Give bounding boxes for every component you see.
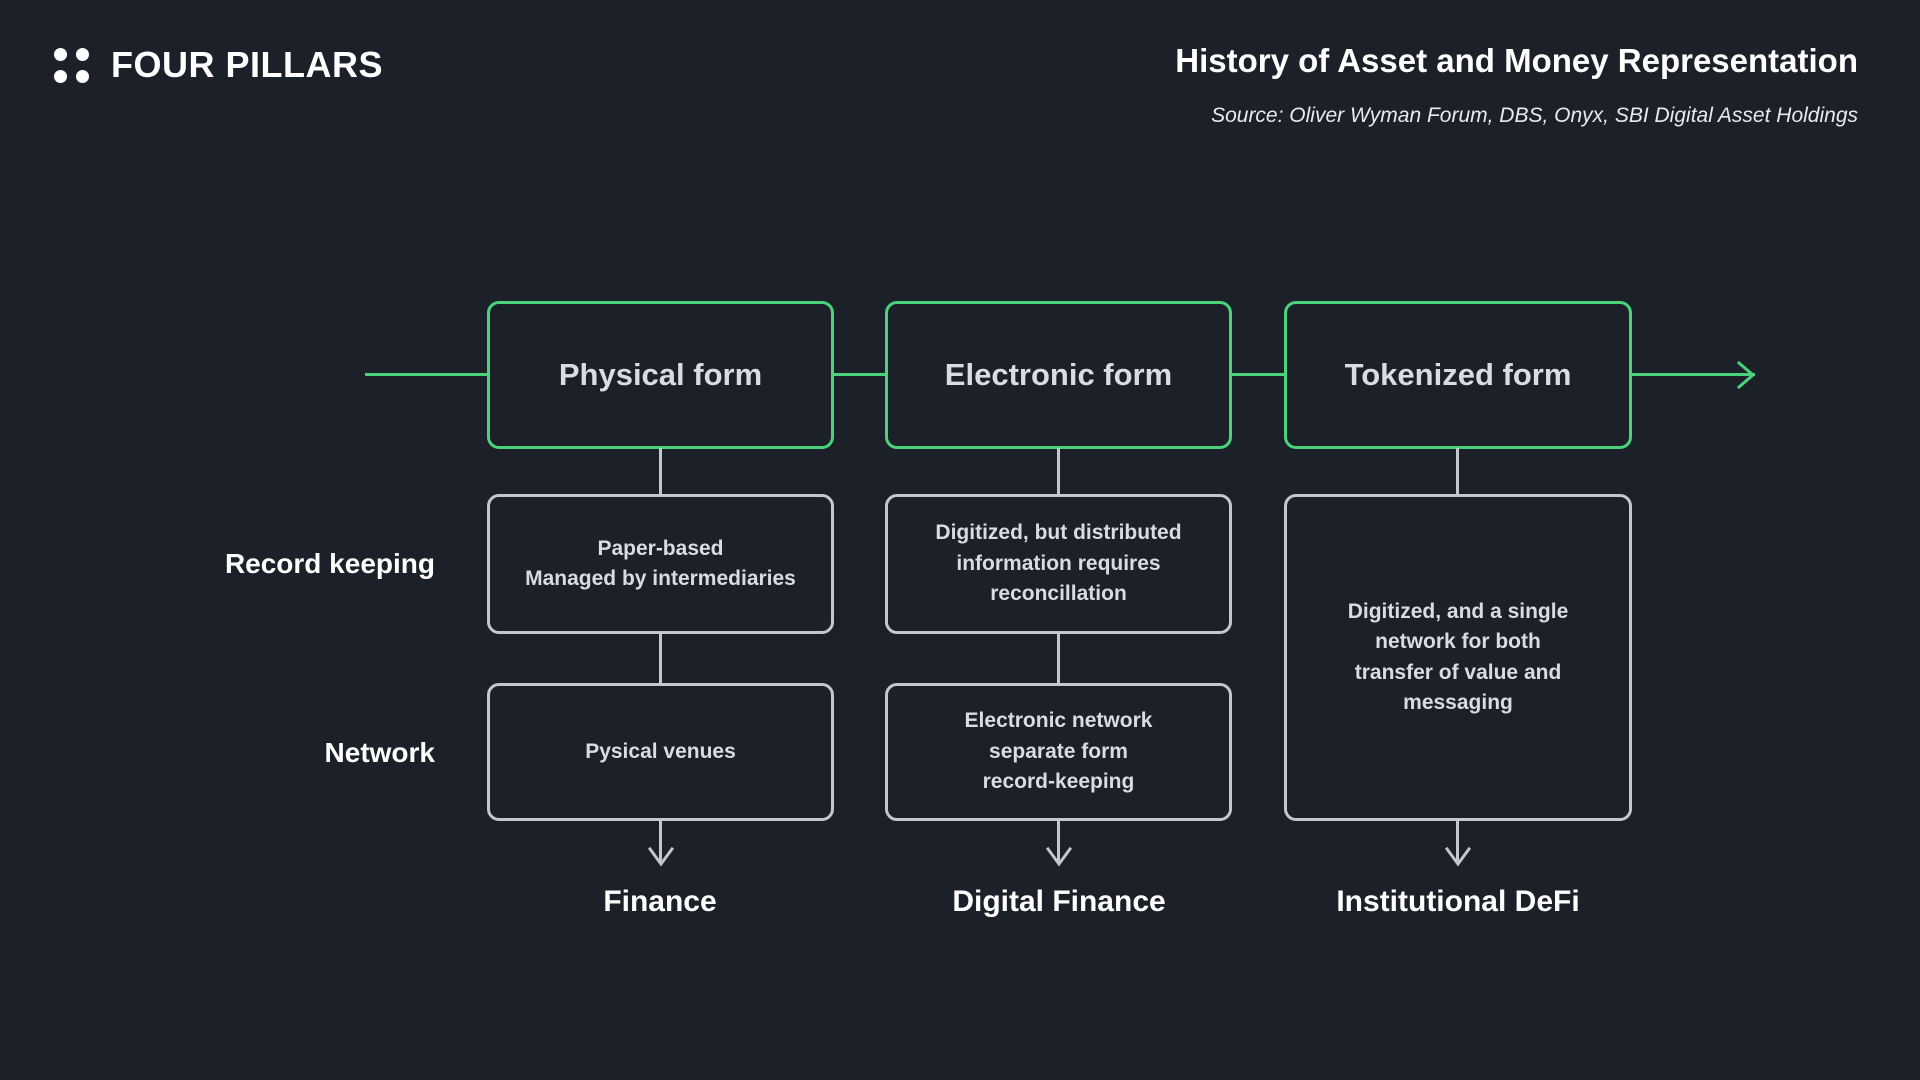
record-keeping-line-3: reconcillation xyxy=(990,582,1127,606)
record-keeping-line-4: messaging xyxy=(1403,690,1513,714)
connector-network-to-outcome-institutional-defi xyxy=(1456,820,1459,862)
stage-box-physical-form[interactable]: Physical form xyxy=(487,301,834,449)
arrow-down-icon-digital-finance xyxy=(1046,846,1072,867)
record-keeping-text: Digitized, and a single network for both… xyxy=(1348,597,1569,719)
connector-recordkeeping-to-network-electronic xyxy=(1057,633,1060,684)
page-title: History of Asset and Money Representatio… xyxy=(1175,42,1858,79)
connector-recordkeeping-to-network-physical xyxy=(659,633,662,684)
stage-box-tokenized-form[interactable]: Tokenized form xyxy=(1284,301,1632,449)
record-keeping-line-1: Digitized, and a single xyxy=(1347,599,1569,623)
record-keeping-line-2: network for both xyxy=(1375,630,1541,654)
network-line-1: Electronic network xyxy=(964,709,1153,733)
connector-electronic-to-recordkeeping xyxy=(1057,448,1060,495)
network-box-electronic[interactable]: Electronic network separate form record-… xyxy=(885,683,1232,821)
record-keeping-box-electronic[interactable]: Digitized, but distributed information r… xyxy=(885,494,1232,634)
arrow-down-icon-finance xyxy=(648,846,674,867)
spine-segment-left xyxy=(365,373,488,376)
network-text: Electronic network separate form record-… xyxy=(965,706,1153,797)
record-keeping-text: Digitized, but distributed information r… xyxy=(935,518,1181,609)
network-text: Pysical venues xyxy=(585,739,736,763)
stage-box-electronic-form[interactable]: Electronic form xyxy=(885,301,1232,449)
network-line-2: separate form xyxy=(989,739,1128,763)
outcome-label-digital-finance: Digital Finance xyxy=(952,885,1166,918)
stage-box-label: Tokenized form xyxy=(1344,357,1572,392)
record-keeping-line-1: Digitized, but distributed xyxy=(935,521,1182,545)
four-dots-icon xyxy=(54,47,89,83)
timeline-arrow-right-icon xyxy=(1736,360,1756,390)
network-line-3: record-keeping xyxy=(982,770,1135,794)
network-box-physical[interactable]: Pysical venues xyxy=(487,683,834,821)
spine-segment-physical-to-electronic xyxy=(833,373,886,376)
stage-box-label: Physical form xyxy=(558,357,763,392)
outcome-label-finance: Finance xyxy=(603,885,717,918)
spine-segment-electronic-to-tokenized xyxy=(1231,373,1285,376)
brand-name: FOUR PILLARS xyxy=(111,44,383,85)
record-keeping-line-2: Managed by intermediaries xyxy=(525,567,796,590)
outcome-label-institutional-defi: Institutional DeFi xyxy=(1336,885,1580,918)
record-keeping-line-2: information requires xyxy=(956,551,1161,575)
record-keeping-line-1: Paper-based xyxy=(597,536,724,560)
connector-tokenized-to-recordkeeping xyxy=(1456,448,1459,495)
source-attribution: Source: Oliver Wyman Forum, DBS, Onyx, S… xyxy=(1211,104,1858,127)
record-keeping-line-3: transfer of value and xyxy=(1354,660,1562,684)
row-label-record-keeping: Record keeping xyxy=(224,548,435,579)
record-keeping-network-box-tokenized[interactable]: Digitized, and a single network for both… xyxy=(1284,494,1632,821)
record-keeping-box-physical[interactable]: Paper-based Managed by intermediaries xyxy=(487,494,834,634)
connector-network-to-outcome-finance xyxy=(659,820,662,862)
connector-physical-to-recordkeeping xyxy=(659,448,662,495)
row-label-network: Network xyxy=(324,737,435,768)
stage-box-label: Electronic form xyxy=(944,357,1173,392)
spine-segment-right xyxy=(1631,373,1755,376)
connector-network-to-outcome-digital-finance xyxy=(1057,820,1060,862)
brand-logo: FOUR PILLARS xyxy=(54,44,383,86)
record-keeping-text: Paper-based Managed by intermediaries xyxy=(525,534,796,595)
arrow-down-icon-institutional-defi xyxy=(1445,846,1471,867)
